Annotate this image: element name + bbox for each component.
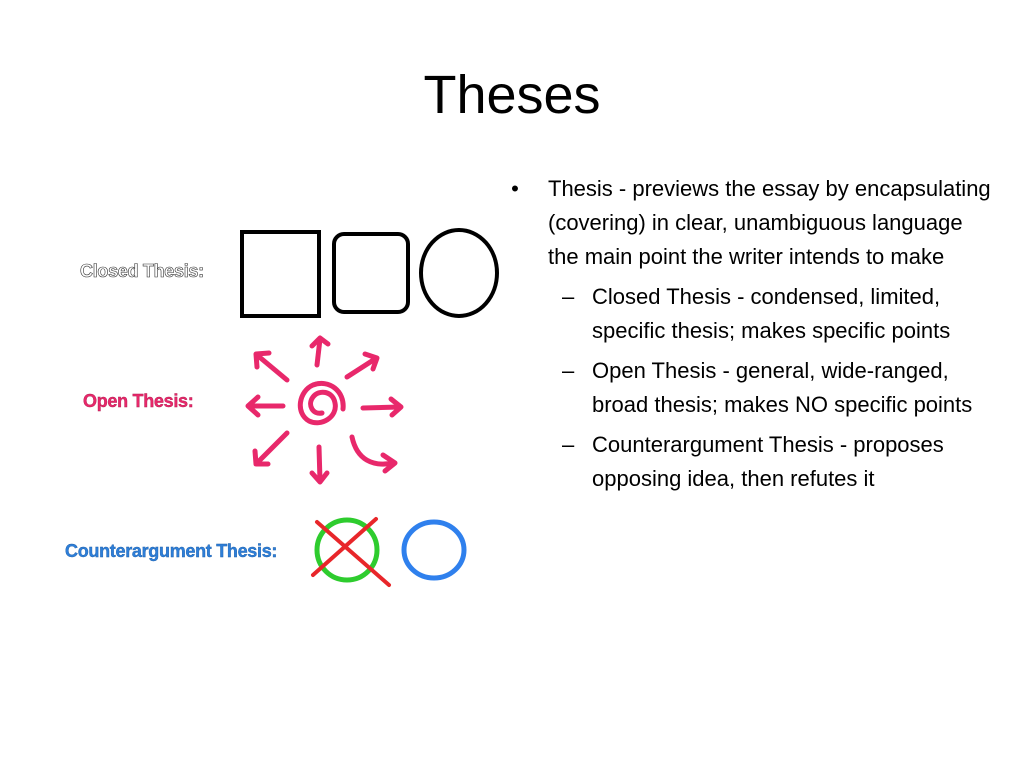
sub-bullet-text: Open Thesis - general, wide-ranged, broa… <box>592 358 973 417</box>
sub-bullet-marker: – <box>562 358 575 383</box>
sub-bullet-marker: – <box>562 284 575 309</box>
crossed-circle-icon <box>311 517 391 587</box>
circle-outline-icon <box>401 519 467 581</box>
sub-bullet-marker: – <box>562 432 575 457</box>
closed-thesis-label: Closed Thesis: <box>80 261 204 281</box>
main-bullet: • Thesis - previews the essay by encapsu… <box>505 172 995 496</box>
main-bullet-text: Thesis - previews the essay by encapsula… <box>548 176 991 269</box>
open-thesis-label: Open Thesis: <box>83 391 193 411</box>
thesis-types-figure: Closed Thesis: Open Thesis: <box>55 215 500 600</box>
circle-shape-icon <box>419 228 499 318</box>
sub-bullet-text: Closed Thesis - condensed, limited, spec… <box>592 284 951 343</box>
slide-title: Theses <box>423 65 601 125</box>
sub-bullet-counterargument: – Counterargument Thesis - proposes oppo… <box>548 428 995 496</box>
sub-bullet-open: – Open Thesis - general, wide-ranged, br… <box>548 354 995 422</box>
sub-bullet-text: Counterargument Thesis - proposes opposi… <box>592 432 944 491</box>
rounded-square-shape-icon <box>332 232 410 314</box>
spiral-icon <box>297 381 346 426</box>
counterargument-thesis-label: Counterargument Thesis: <box>65 541 277 561</box>
arrow-icon <box>245 335 404 485</box>
bullet-marker: • <box>511 176 519 201</box>
sub-bullet-list: – Closed Thesis - condensed, limited, sp… <box>548 280 995 496</box>
square-shape-icon <box>240 230 321 318</box>
bullet-list: • Thesis - previews the essay by encapsu… <box>505 172 995 502</box>
sub-bullet-closed: – Closed Thesis - condensed, limited, sp… <box>548 280 995 348</box>
thesis-types-illustration: Closed Thesis: Open Thesis: <box>65 228 499 587</box>
